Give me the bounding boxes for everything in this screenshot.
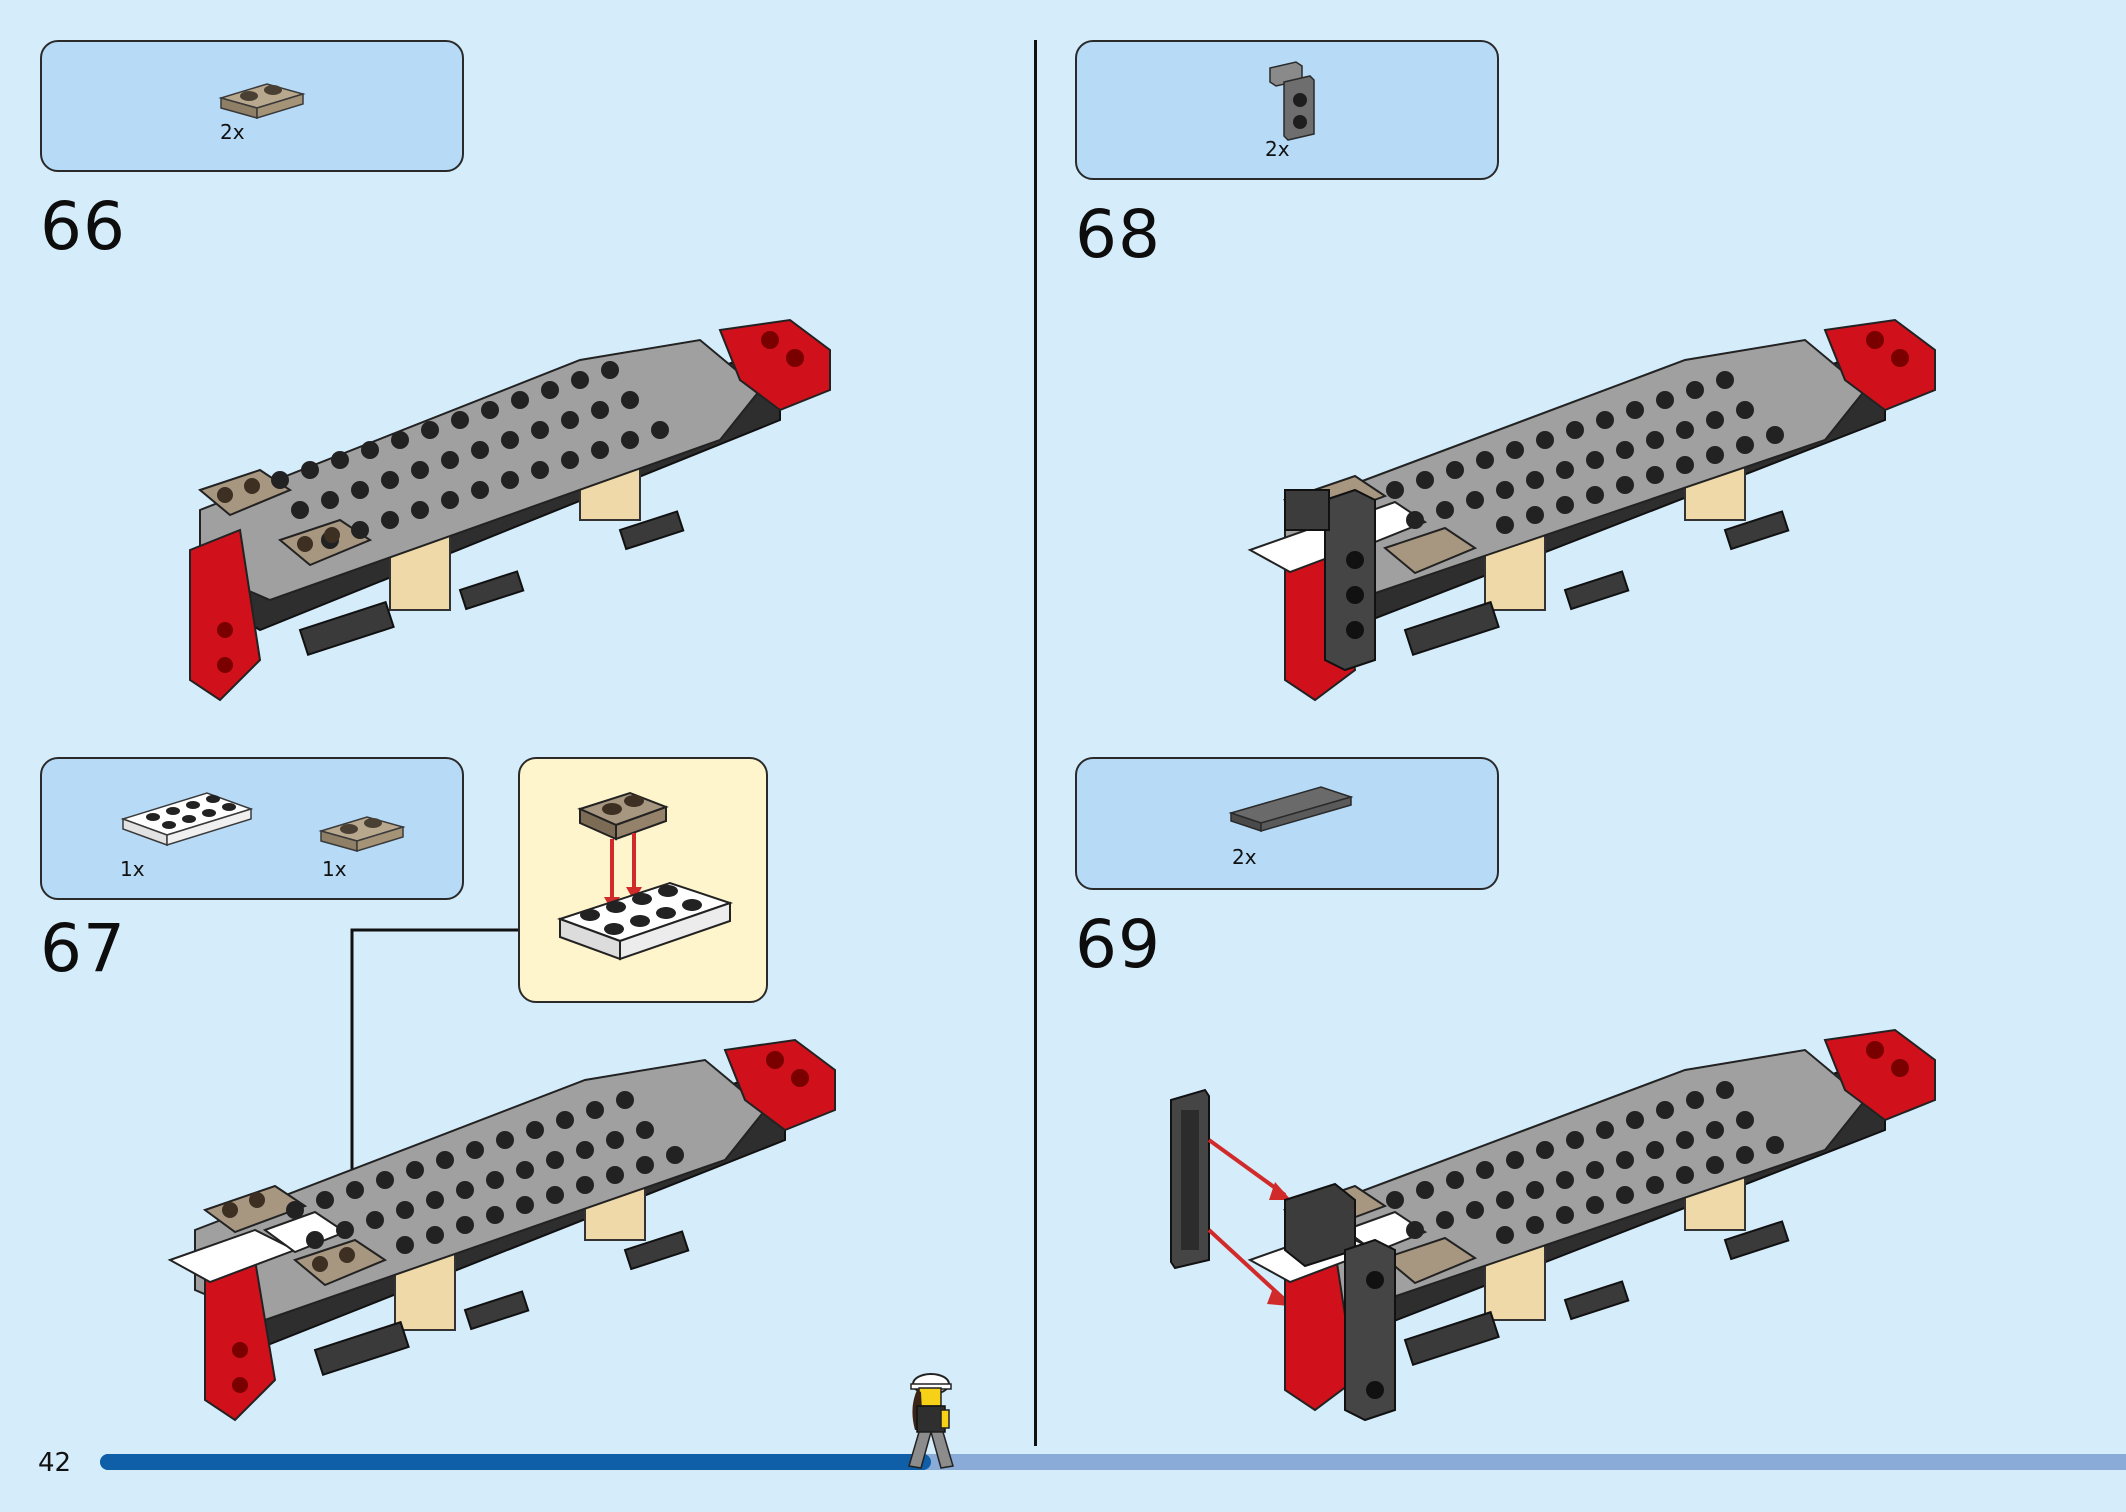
page-number: 42 <box>38 1448 72 1478</box>
step-67-model <box>167 1038 836 1422</box>
step-number: 68 <box>1075 196 1161 273</box>
tan-plate-1x2-icon <box>318 816 406 853</box>
part-quantity: 2x <box>220 120 245 144</box>
step-68-model <box>1247 318 1936 702</box>
step-number: 67 <box>40 910 126 987</box>
tan-plate-1x2-icon <box>218 83 306 120</box>
dark-grey-tile-1x4-icon <box>1228 786 1354 833</box>
step-68-parts-callout: 2x <box>1075 40 1499 180</box>
subassembly-callout <box>518 757 768 1003</box>
subassembly-diagram <box>556 791 734 961</box>
page-divider <box>1034 40 1037 1446</box>
progress-bar-fill <box>100 1454 931 1470</box>
white-plate-2x4-icon <box>120 792 254 847</box>
step-number: 69 <box>1075 906 1161 983</box>
minifigure-progress-marker-icon <box>908 1373 954 1469</box>
part-quantity: 1x <box>322 857 347 881</box>
step-66-model <box>189 318 831 702</box>
part-quantity: 2x <box>1265 137 1290 161</box>
dark-grey-bracket-icon <box>1269 61 1315 141</box>
step-number: 66 <box>40 188 126 265</box>
part-quantity: 2x <box>1232 845 1257 869</box>
step-67-parts-callout: 1x 1x <box>40 757 464 900</box>
step-69-model <box>1170 1028 1936 1422</box>
part-quantity: 1x <box>120 857 145 881</box>
step-66-parts-callout: 2x <box>40 40 464 172</box>
step-69-parts-callout: 2x <box>1075 757 1499 890</box>
